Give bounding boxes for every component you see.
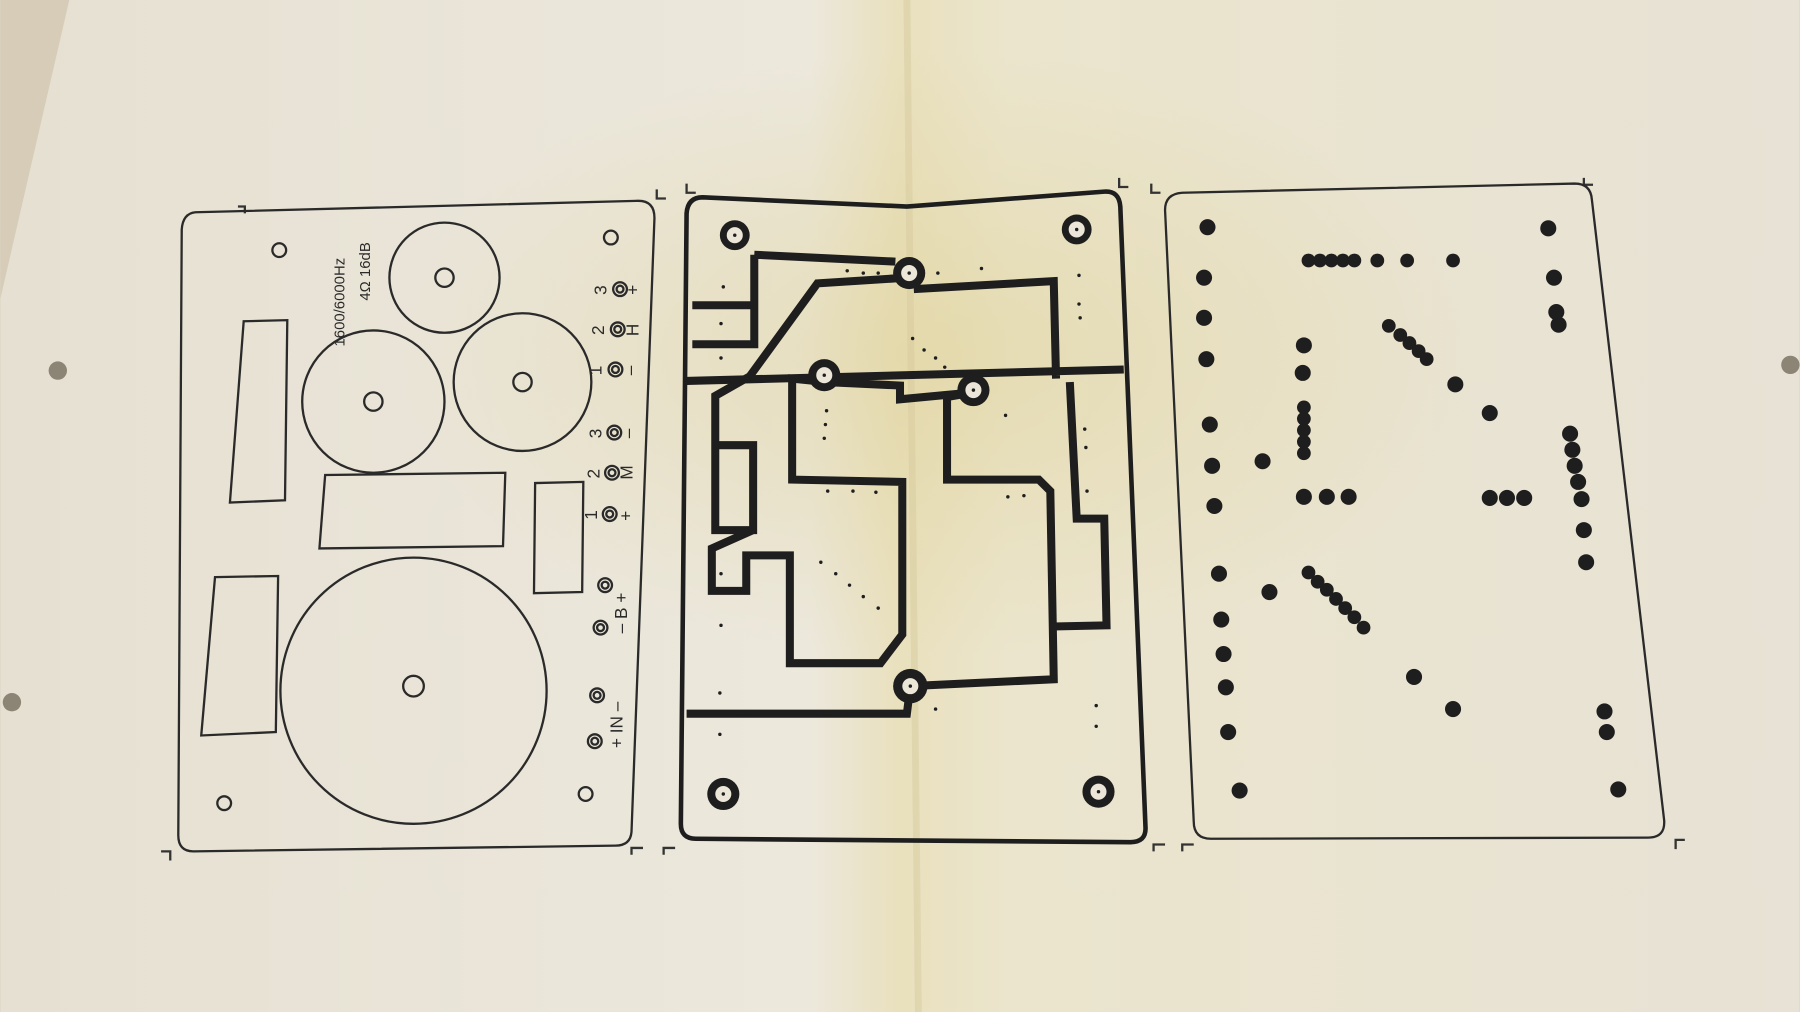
- inductor-footprint: [452, 312, 593, 453]
- pin-number: 1: [581, 510, 601, 520]
- board-outline: [1163, 182, 1666, 840]
- bass-terminal-label: – B +: [611, 593, 631, 634]
- mounting-hole: [602, 229, 619, 246]
- board-outline: [177, 199, 656, 853]
- input-terminal-label: + IN –: [606, 701, 626, 748]
- drill-marks: [718, 227, 1101, 796]
- terminal-label: H: [622, 324, 642, 336]
- terminal-label: –: [620, 365, 640, 375]
- mounting-hole: [577, 785, 594, 803]
- inductor-footprint: [279, 556, 548, 825]
- pin-number: 1: [586, 366, 606, 376]
- component-side-board: [177, 199, 656, 853]
- spec-text: 4Ω 16dB: [358, 242, 374, 300]
- pin-number: 3: [590, 285, 610, 295]
- resistor-footprint: [199, 574, 280, 737]
- pin-number: 3: [586, 429, 606, 439]
- trace: [692, 250, 896, 349]
- terminal-pads: [586, 281, 629, 750]
- pin-number: 2: [583, 469, 603, 479]
- trace: [686, 388, 1058, 718]
- capacitor-footprint: [532, 480, 585, 595]
- paper-fold: [903, 0, 922, 1012]
- copper-trace-board: [678, 189, 1148, 845]
- resistor-footprint: [318, 471, 507, 550]
- crop-marks: [161, 177, 1685, 861]
- board-outline: [678, 189, 1148, 845]
- trace: [686, 276, 1124, 385]
- terminal-label: +: [622, 285, 642, 295]
- pin-number: 2: [588, 325, 608, 335]
- punch-holes: [2, 355, 1800, 712]
- mounting-hole: [271, 242, 288, 259]
- terminal-label: +: [616, 511, 636, 521]
- trace: [707, 273, 974, 668]
- mounting-hole: [216, 795, 233, 812]
- terminal-label: –: [618, 428, 638, 438]
- inductor-footprint: [301, 329, 446, 474]
- drill-template-board: [1163, 182, 1666, 840]
- resistor-footprint: [228, 318, 289, 504]
- drill-holes: [1196, 219, 1627, 799]
- inductor-footprint: [388, 221, 501, 334]
- frequency-text: 1600/6000Hz: [333, 258, 349, 347]
- trace: [1052, 381, 1111, 631]
- terminal-label: M: [617, 465, 637, 479]
